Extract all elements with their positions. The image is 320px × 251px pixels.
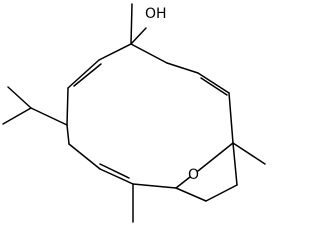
bond-c5-c6: [197, 72, 230, 94]
bond-c1-c2-double: [73, 63, 102, 87]
bond-c9-c10: [175, 187, 207, 202]
bond-c14-c1: [66, 87, 69, 126]
bond-c7-methyl: [232, 142, 266, 165]
bond-c6-c7: [228, 92, 234, 144]
structure-drawing: OH O: [2, 3, 266, 223]
bond-o-c10: [175, 176, 191, 189]
bond-c8-c9: [205, 184, 238, 202]
bond-c3-oh: [130, 27, 147, 45]
bond-isopropyl-methyl-b: [7, 86, 32, 109]
bond-c4-c5: [166, 62, 199, 74]
bond-c11-c12: [99, 168, 134, 185]
bond-c3-c4: [130, 43, 168, 64]
ring-oxygen-label: O: [188, 167, 199, 183]
bond-c1-c2: [67, 59, 100, 89]
bond-c10-c11: [132, 183, 177, 189]
bond-c7-c8: [232, 142, 238, 186]
bond-c12-c13: [68, 143, 101, 170]
bond-c2-c3: [98, 43, 132, 61]
bond-isopropyl-methyl-a: [2, 107, 32, 125]
hydroxyl-label: OH: [145, 6, 167, 22]
bond-c13-c14: [66, 124, 70, 145]
bond-c7-o: [197, 142, 234, 172]
bond-c5-c6-double: [200, 77, 228, 96]
bond-c14-isopropyl: [30, 107, 68, 126]
bond-c3-methyl: [130, 3, 133, 45]
bond-c11-c12-double: [99, 163, 130, 179]
